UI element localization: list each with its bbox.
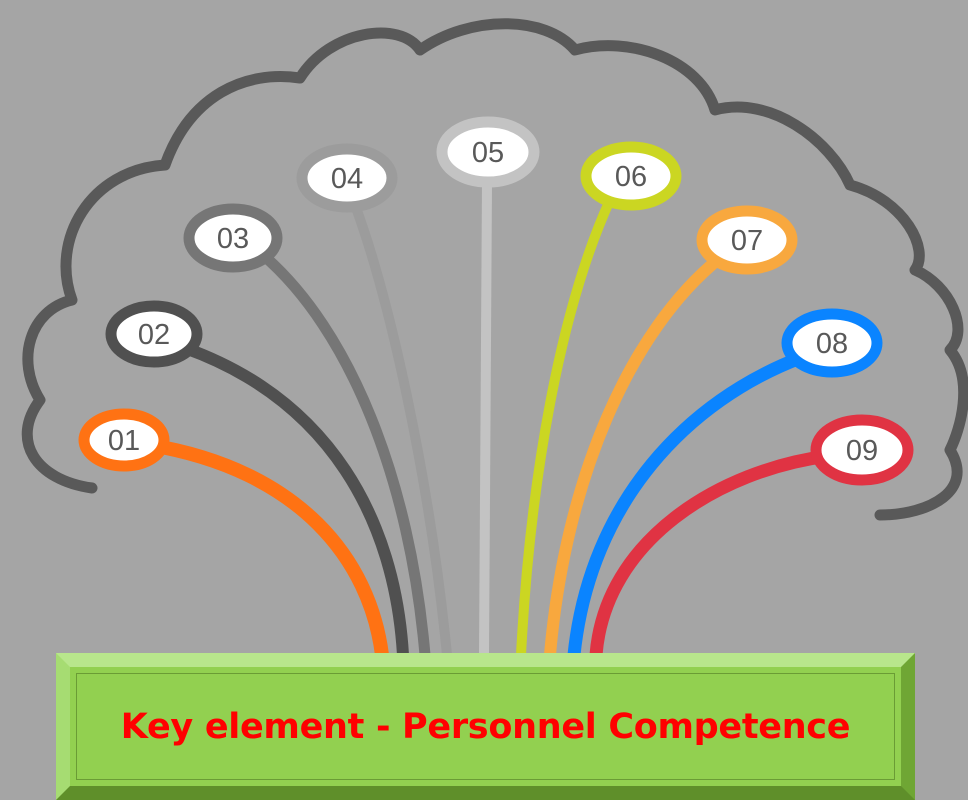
node-label-05: 05 — [472, 137, 504, 169]
node-ring-09 — [810, 414, 914, 486]
stem-06 — [516, 197, 615, 656]
node-ring-04 — [296, 143, 398, 213]
node-09: 09 — [810, 414, 914, 486]
node-06: 06 — [580, 141, 682, 211]
node-ring-08 — [781, 308, 883, 378]
cloud-outline — [21, 18, 968, 521]
node-ring-06 — [580, 141, 682, 211]
stem-03 — [259, 250, 431, 656]
title-banner-inner: Key element - Personnel Competence — [76, 673, 895, 780]
node-08: 08 — [781, 308, 883, 378]
title-banner: Key element - Personnel Competence — [56, 653, 915, 800]
node-label-01: 01 — [108, 425, 140, 457]
stem-05 — [479, 181, 492, 656]
node-01: 01 — [78, 408, 170, 472]
node-ring-05 — [436, 116, 540, 188]
node-label-09: 09 — [846, 435, 878, 467]
node-03: 03 — [183, 203, 283, 273]
node-05: 05 — [436, 116, 540, 188]
node-ring-02 — [105, 300, 203, 368]
node-label-02: 02 — [138, 319, 170, 351]
stem-09 — [589, 449, 829, 656]
nodes-group: 01 02 03 04 05 06 07 08 09 — [78, 116, 914, 486]
stem-01 — [148, 438, 389, 656]
node-label-08: 08 — [816, 328, 848, 360]
node-label-07: 07 — [731, 225, 763, 257]
stem-04 — [350, 203, 452, 656]
node-ring-07 — [696, 205, 798, 275]
node-label-04: 04 — [331, 163, 363, 195]
node-ring-01 — [78, 408, 170, 472]
stem-07 — [544, 253, 724, 656]
node-label-03: 03 — [217, 223, 249, 255]
banner-title: Key element - Personnel Competence — [120, 706, 851, 747]
node-02: 02 — [105, 300, 203, 368]
node-label-06: 06 — [615, 161, 647, 193]
stem-08 — [567, 351, 803, 656]
stems-group — [148, 181, 829, 656]
node-ring-03 — [183, 203, 283, 273]
stem-02 — [182, 342, 409, 656]
node-07: 07 — [696, 205, 798, 275]
node-04: 04 — [296, 143, 398, 213]
